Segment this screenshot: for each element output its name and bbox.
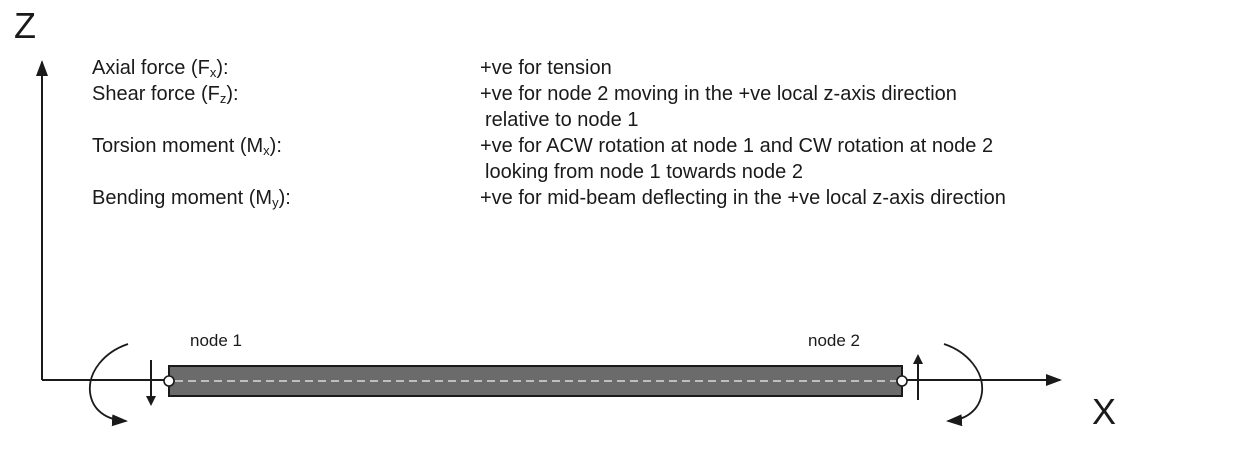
shear-force-description-line-2: relative to node 1 bbox=[485, 109, 638, 131]
node-2-label: node 2 bbox=[808, 331, 860, 350]
x-axis-label: X bbox=[1092, 391, 1116, 432]
torsion-moment-description-line-2: looking from node 1 towards node 2 bbox=[485, 161, 803, 183]
node-1-moment-arrow bbox=[89, 343, 129, 427]
node-1-label: node 1 bbox=[190, 331, 242, 350]
axial-force-label: Axial force (Fx): bbox=[92, 57, 229, 80]
torsion-moment-description-line-1: +ve for ACW rotation at node 1 and CW ro… bbox=[480, 135, 993, 157]
node-2-marker bbox=[896, 375, 908, 387]
z-axis-label: Z bbox=[14, 5, 36, 46]
node-2-moment-arrow bbox=[943, 343, 983, 427]
shear-force-label: Shear force (Fz): bbox=[92, 83, 239, 106]
torsion-moment-label: Torsion moment (Mx): bbox=[92, 135, 282, 158]
axial-force-description: +ve for tension bbox=[480, 57, 612, 79]
sign-convention-list: Axial force (Fx): +ve for tension Shear … bbox=[92, 57, 1006, 210]
shear-force-description-line-1: +ve for node 2 moving in the +ve local z… bbox=[480, 83, 957, 105]
node-1-marker bbox=[163, 375, 175, 387]
bending-moment-label: Bending moment (My): bbox=[92, 187, 291, 210]
bending-moment-description: +ve for mid-beam deflecting in the +ve l… bbox=[480, 187, 1006, 209]
